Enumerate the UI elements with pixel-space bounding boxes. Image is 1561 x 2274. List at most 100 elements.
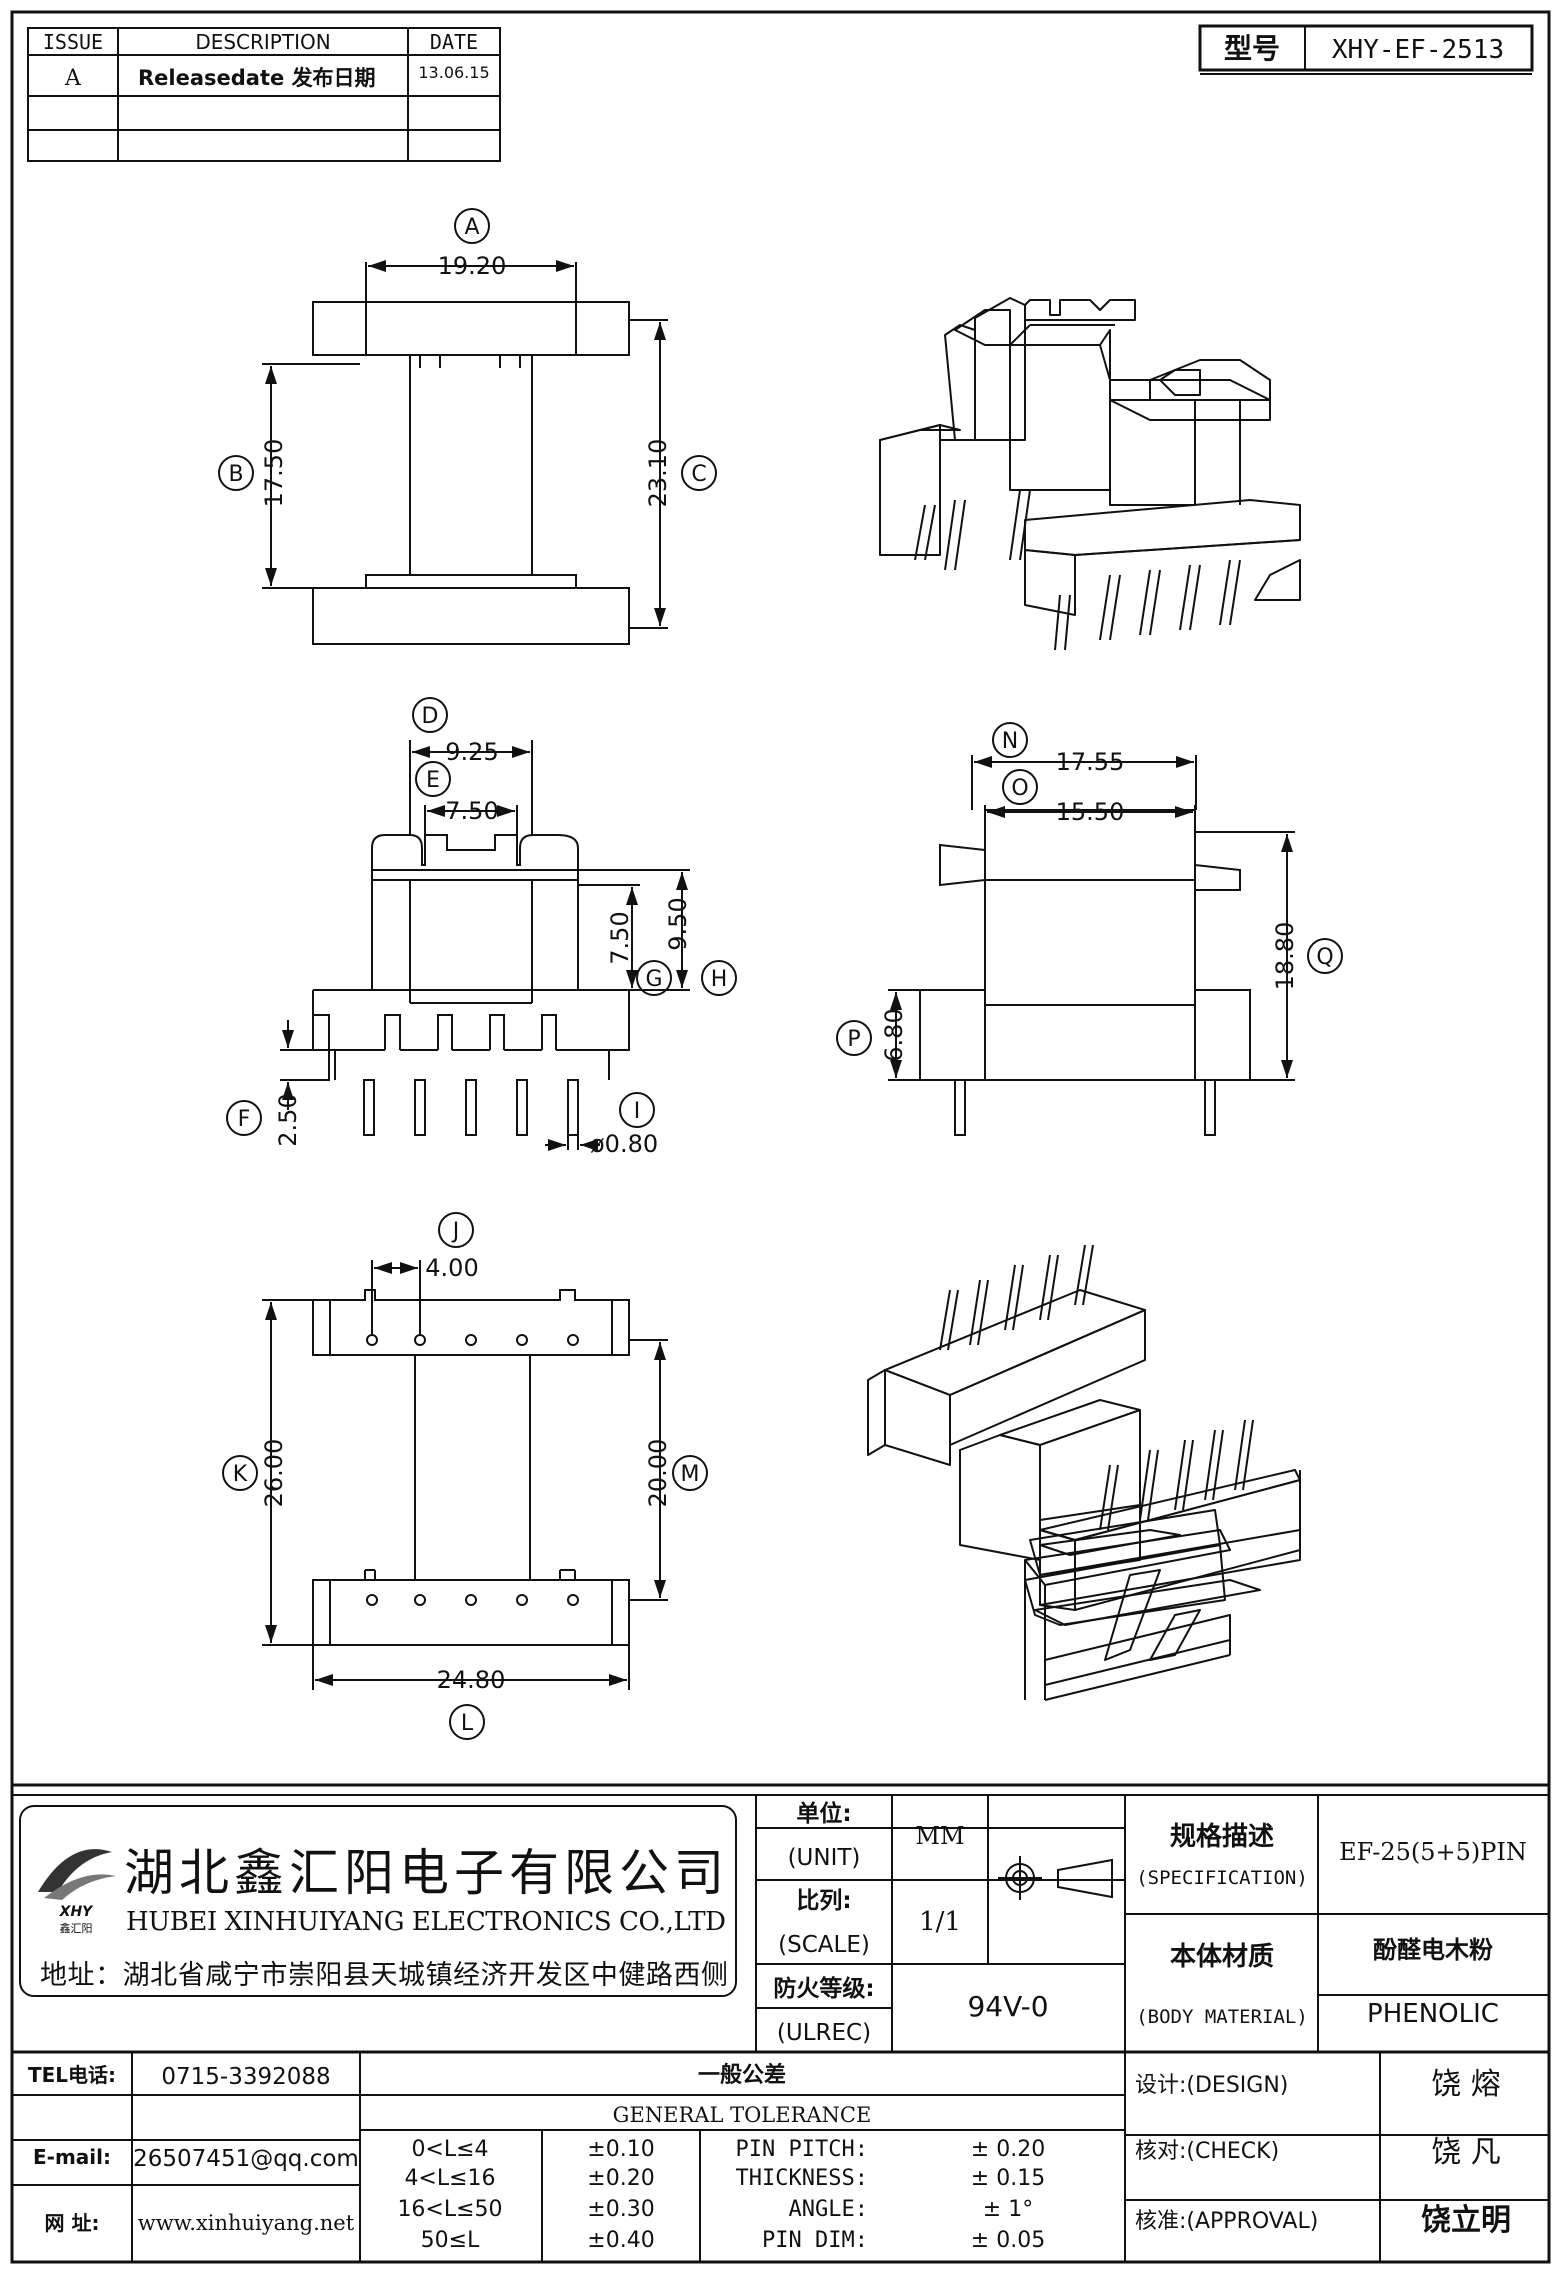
tolerance-item-label: THICKNESS: <box>736 2166 868 2191</box>
material-label-en: (BODY MATERIAL) <box>1136 2006 1308 2028</box>
top-view <box>218 208 717 645</box>
model-value: XHY-EF-2513 <box>1332 35 1504 65</box>
tolerance-range: 16<L≤50 <box>397 2197 502 2222</box>
tolerance-value: ±0.30 <box>587 2197 654 2222</box>
tolerance-value: ±0.40 <box>587 2228 654 2253</box>
email-label: E-mail: <box>33 2145 111 2169</box>
design-label: 设计:(DESIGN) <box>1135 2073 1288 2098</box>
label-I: I <box>634 1099 641 1124</box>
dim-H: 9.50 <box>664 897 692 950</box>
tolerance-item-label: ANGLE: <box>789 2197 868 2222</box>
company-name-cn: 湖北鑫汇阳电子有限公司 <box>124 1844 724 1902</box>
label-F: F <box>238 1107 251 1132</box>
model-box <box>1198 24 1534 75</box>
dim-C: 23.10 <box>644 439 672 508</box>
rev-header-issue: ISSUE <box>43 30 103 54</box>
dim-Q: 18.80 <box>1271 922 1299 991</box>
email-value: 26507451@qq.com <box>133 2146 359 2172</box>
dim-J: 4.00 <box>425 1254 478 1282</box>
check-label: 核对:(CHECK) <box>1135 2139 1279 2164</box>
label-A: A <box>464 215 479 240</box>
dim-K: 26.00 <box>260 1439 288 1508</box>
ulrec-value: 94V-0 <box>967 1990 1048 2023</box>
scale-label-en: (SCALE) <box>778 1932 870 1958</box>
label-O: O <box>1011 776 1028 801</box>
check-name: 饶 凡 <box>1431 2135 1501 2170</box>
tolerance-value: ±0.20 <box>587 2166 654 2191</box>
label-Q: Q <box>1316 945 1333 970</box>
approval-name: 饶立明 <box>1421 2203 1511 2238</box>
ulrec-label-cn: 防火等级: <box>773 1975 874 2002</box>
tel-label: TEL电话: <box>28 2063 116 2087</box>
title-block <box>12 1783 1549 2262</box>
tel-value: 0715-3392088 <box>161 2064 330 2090</box>
label-D: D <box>422 704 439 729</box>
model-label: 型号 <box>1224 32 1280 65</box>
bottom-view <box>222 1212 708 1740</box>
dim-G: 7.50 <box>606 911 634 964</box>
tolerance-title-en: GENERAL TOLERANCE <box>613 2103 872 2127</box>
label-B: B <box>228 462 243 487</box>
dim-L: 24.80 <box>437 1666 506 1694</box>
revision-table <box>27 27 501 162</box>
ulrec-label-en: (ULREC) <box>777 2020 871 2046</box>
rev-header-description: DESCRIPTION <box>195 30 330 54</box>
dim-F: 2.50 <box>274 1093 302 1146</box>
label-M: M <box>681 1462 700 1487</box>
spec-value: EF-25(5+5)PIN <box>1339 1838 1527 1866</box>
scale-label-cn: 比列: <box>796 1888 851 1914</box>
dim-E: 7.50 <box>445 797 498 825</box>
dim-P: 6.80 <box>880 1008 908 1061</box>
unit-label-en: (UNIT) <box>788 1845 861 1871</box>
isometric-view-lower <box>867 1244 1301 1701</box>
isometric-view-upper <box>879 297 1301 651</box>
label-N: N <box>1002 729 1018 754</box>
tolerance-item-label: PIN PITCH: <box>736 2137 868 2162</box>
scale-value: 1/1 <box>919 1907 961 1937</box>
label-H: H <box>711 967 728 992</box>
label-C: C <box>691 462 706 487</box>
tolerance-value: ±0.10 <box>587 2137 654 2162</box>
approval-label: 核准:(APPROVAL) <box>1135 2209 1318 2234</box>
tolerance-item-value: ± 0.20 <box>971 2137 1045 2162</box>
label-G: G <box>645 967 662 992</box>
logo-subtext: 鑫汇阳 <box>60 1921 93 1935</box>
material-value-cn: 酚醛电木粉 <box>1373 1936 1493 1964</box>
tolerance-range: 50≤L <box>421 2228 480 2253</box>
spec-label-en: (SPECIFICATION) <box>1136 1867 1308 1889</box>
dim-N: 17.55 <box>1056 748 1125 776</box>
company-name-en: HUBEI XINHUIYANG ELECTRONICS CO.,LTD <box>126 1907 726 1937</box>
tolerance-item-value: ± 0.05 <box>971 2228 1045 2253</box>
tolerance-title-cn: 一般公差 <box>698 2062 786 2088</box>
web-value: www.xinhuiyang.net <box>138 2211 355 2235</box>
tolerance-items: PIN PITCH: THICKNESS: ANGLE: PIN DIM: ± … <box>736 2137 1046 2253</box>
front-view <box>226 697 737 1151</box>
rev-row-description: Releasedate 发布日期 <box>138 66 376 90</box>
dim-A: 19.20 <box>438 252 507 280</box>
rev-header-date: DATE <box>430 30 478 54</box>
web-label: 网 址: <box>45 2211 100 2235</box>
design-name: 饶 熔 <box>1431 2067 1501 2102</box>
tolerance-range: 4<L≤16 <box>404 2166 495 2191</box>
tolerance-item-value: ± 1° <box>983 2197 1033 2222</box>
unit-value: MM <box>915 1822 964 1850</box>
dim-M: 20.00 <box>644 1439 672 1508</box>
tolerance-item-label: PIN DIM: <box>762 2228 868 2253</box>
material-value-en: PHENOLIC <box>1367 1999 1499 2029</box>
sheet-border <box>10 10 1551 2264</box>
label-K: K <box>233 1462 248 1487</box>
dim-O: 15.50 <box>1056 798 1125 826</box>
dim-I: ø0.80 <box>590 1130 658 1158</box>
dim-D: 9.25 <box>445 738 498 766</box>
label-L: L <box>461 1711 474 1736</box>
rev-row-issue: A <box>64 66 82 91</box>
dim-B: 17.50 <box>260 439 288 508</box>
tolerance-range: 0<L≤4 <box>411 2137 488 2162</box>
label-P: P <box>847 1027 860 1052</box>
company-logo: XHY 鑫汇阳 <box>38 1849 116 1935</box>
material-label-cn: 本体材质 <box>1170 1942 1274 1972</box>
tolerance-item-value: ± 0.15 <box>971 2166 1045 2191</box>
company-address: 地址：湖北省咸宁市崇阳县天城镇经济开发区中健路西侧 <box>40 1960 728 1991</box>
unit-label-cn: 单位: <box>796 1800 851 1827</box>
